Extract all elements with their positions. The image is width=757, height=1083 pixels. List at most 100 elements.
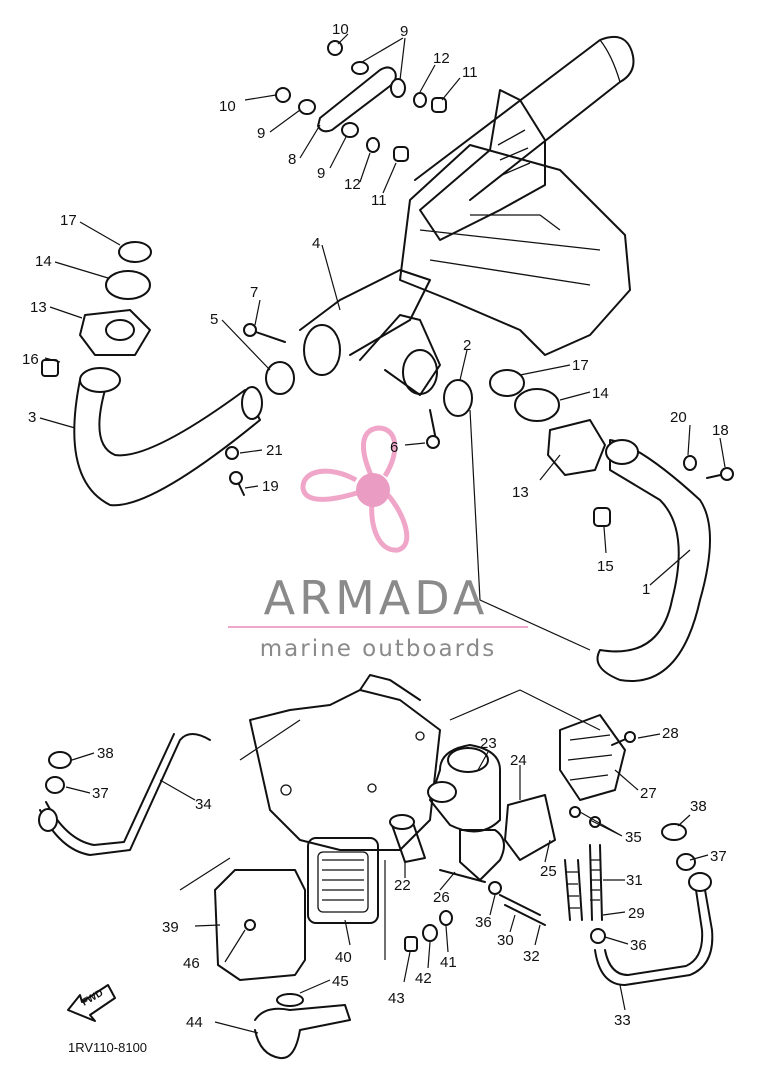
grommet-9a — [351, 61, 369, 75]
brand-tagline: marine outboards — [260, 636, 496, 662]
callout-8: 8 — [288, 151, 296, 168]
callout-28: 28 — [662, 725, 679, 742]
callout-11: 11 — [371, 192, 387, 209]
callout-29: 29 — [628, 905, 645, 922]
armada-logo: ARMADA marine outboards — [228, 425, 528, 662]
brand-name: ARMADA — [264, 571, 489, 625]
callout-21: 21 — [266, 442, 283, 459]
clamp-5 — [265, 361, 295, 395]
intake-silencer-assembly — [299, 36, 635, 396]
left-intake-pipe — [41, 241, 295, 507]
callout-7: 7 — [250, 284, 258, 301]
callout-22: 22 — [394, 877, 411, 894]
callout-23: 23 — [480, 735, 497, 752]
plate-8 — [317, 66, 397, 133]
drawing-code: 1RV110-8100 — [68, 1040, 147, 1055]
callout-38: 38 — [690, 798, 707, 815]
ring-17a — [118, 241, 152, 263]
clamp-37b — [676, 853, 696, 871]
nut-16 — [41, 359, 59, 377]
propeller-icon — [300, 425, 410, 553]
washer-41 — [439, 910, 453, 926]
clamp-36b — [590, 928, 606, 944]
clamp-2 — [443, 379, 473, 417]
callout-44: 44 — [186, 1014, 203, 1031]
callout-13: 13 — [30, 299, 47, 316]
callout-6: 6 — [390, 439, 398, 456]
bolt-10b — [275, 87, 291, 103]
callout-40: 40 — [335, 949, 352, 966]
fwd-label: FWD — [80, 988, 105, 1009]
callout-39: 39 — [162, 919, 179, 936]
callout-13: 13 — [512, 484, 529, 501]
bolt-6 — [429, 409, 437, 441]
washer-42 — [422, 924, 438, 942]
callout-16: 16 — [22, 351, 39, 368]
callout-10: 10 — [219, 98, 236, 115]
plate-and-fasteners — [275, 40, 447, 162]
callout-18: 18 — [712, 422, 729, 439]
callout-33: 33 — [614, 1012, 631, 1029]
callout-30: 30 — [497, 932, 514, 949]
callout-3: 3 — [28, 409, 36, 426]
callout-10: 10 — [332, 21, 349, 38]
grommet-9c — [298, 99, 316, 115]
bolt-28 — [624, 731, 636, 743]
callout-45: 45 — [332, 973, 349, 990]
clamp-36a — [488, 881, 502, 895]
callout-12: 12 — [433, 50, 450, 67]
washer-20 — [683, 455, 697, 471]
lower-engine-components — [38, 674, 714, 1060]
callout-27: 27 — [640, 785, 657, 802]
grommet-9d — [341, 122, 359, 138]
callout-34: 34 — [195, 796, 212, 813]
callout-46: 46 — [183, 955, 200, 972]
callout-12: 12 — [344, 176, 361, 193]
washer-21 — [225, 446, 239, 460]
callout-20: 20 — [670, 409, 687, 426]
bolt-10a — [327, 40, 343, 56]
callout-41: 41 — [440, 954, 457, 971]
collar-15 — [593, 507, 611, 527]
clip-38b — [661, 823, 687, 841]
callout-35: 35 — [625, 829, 642, 846]
callout-43: 43 — [388, 990, 405, 1007]
callout-2: 2 — [463, 337, 471, 354]
callout-25: 25 — [540, 863, 557, 880]
callout-5: 5 — [210, 311, 218, 328]
flange-13a — [79, 309, 151, 356]
right-intake-pipe — [225, 369, 734, 682]
callout-leaders — [39, 33, 726, 1034]
callout-4: 4 — [312, 235, 320, 252]
collar-11b — [393, 146, 409, 162]
collar-43 — [404, 936, 418, 952]
callout-numbers: 10 9 12 11 10 9 8 9 12 11 17 14 13 16 3 … — [22, 21, 729, 1031]
ring-45 — [276, 993, 304, 1007]
washer-12b — [366, 137, 380, 153]
ring-14b — [514, 388, 560, 422]
ring-17b — [489, 369, 525, 397]
callout-38: 38 — [97, 745, 114, 762]
callout-32: 32 — [523, 948, 540, 965]
callout-11: 11 — [462, 64, 478, 81]
callout-37: 37 — [92, 785, 109, 802]
callout-14: 14 — [592, 385, 609, 402]
callout-17: 17 — [60, 212, 77, 229]
callout-42: 42 — [415, 970, 432, 987]
callout-14: 14 — [35, 253, 52, 270]
callout-15: 15 — [597, 558, 614, 575]
callout-9: 9 — [400, 23, 408, 40]
clamp-35 — [569, 806, 581, 818]
washer-12a — [413, 92, 427, 108]
callout-26: 26 — [433, 889, 450, 906]
clamp-37a — [45, 776, 65, 794]
ring-14a — [105, 270, 151, 300]
callout-31: 31 — [626, 872, 643, 889]
callout-24: 24 — [510, 752, 527, 769]
collar-11a — [431, 97, 447, 113]
callout-19: 19 — [262, 478, 279, 495]
clip-38a — [48, 751, 72, 769]
forward-marker: FWD — [67, 984, 116, 1022]
callout-36: 36 — [475, 914, 492, 931]
